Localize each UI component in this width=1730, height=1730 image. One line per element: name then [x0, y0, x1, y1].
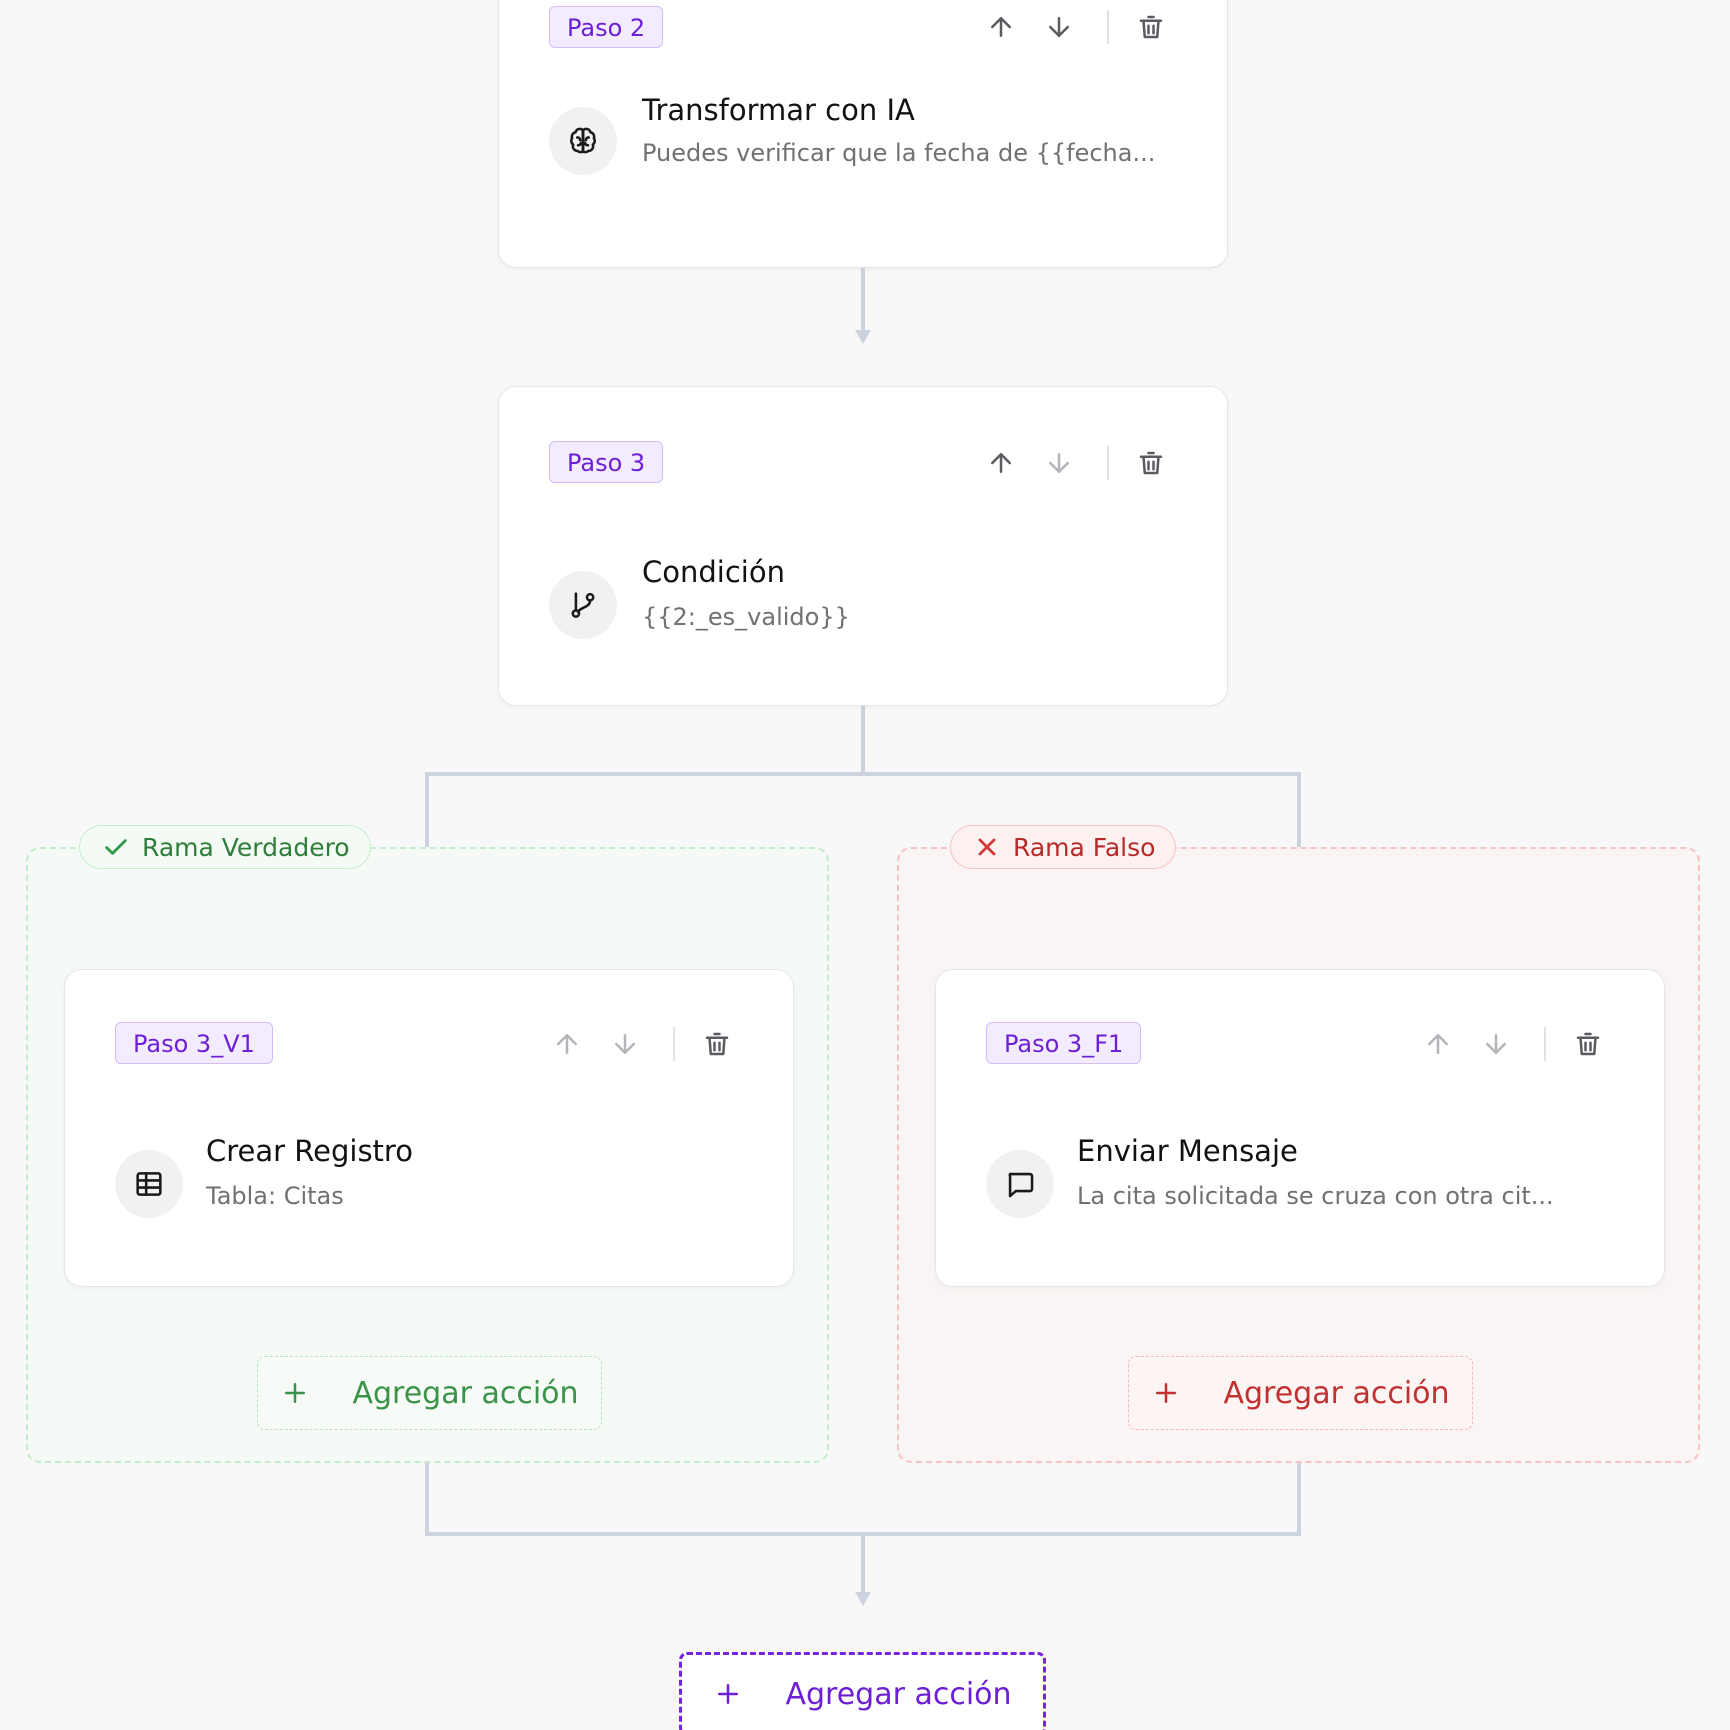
controls-divider — [673, 1027, 675, 1061]
arrow-up-icon — [991, 453, 1011, 473]
arrow-down-icon — [1486, 1034, 1506, 1054]
step-card-paso-3-v1[interactable]: Paso 3_V1 Crear Registro — [64, 969, 794, 1287]
add-action-label: Agregar acción — [1223, 1375, 1450, 1411]
move-up-button[interactable] — [1416, 1022, 1460, 1066]
x-icon — [978, 838, 996, 856]
action-description: Puedes verificar que la fecha de {{fecha… — [642, 139, 1156, 167]
branch-false-label: Rama Falso — [950, 825, 1177, 869]
arrow-up-icon — [991, 17, 1011, 37]
arrow-up-icon — [557, 1034, 577, 1054]
action-title: Condición — [642, 555, 785, 589]
table-icon — [136, 1172, 162, 1196]
add-action-button-true[interactable]: Agregar acción — [257, 1356, 602, 1430]
arrow-up-icon — [1428, 1034, 1448, 1054]
move-up-button[interactable] — [979, 5, 1023, 49]
plus-icon — [1156, 1383, 1177, 1403]
arrowhead — [855, 1592, 871, 1606]
add-action-button-false[interactable]: Agregar acción — [1128, 1356, 1473, 1430]
branch-true-text: Rama Verdadero — [142, 832, 350, 862]
move-down-button[interactable] — [1474, 1022, 1518, 1066]
move-up-button[interactable] — [979, 441, 1023, 485]
add-action-button-main[interactable]: Agregar acción — [679, 1652, 1046, 1730]
step-badge: Paso 3_V1 — [115, 1022, 273, 1064]
controls-divider — [1107, 446, 1109, 480]
step-controls — [979, 441, 1179, 485]
delete-step-button[interactable] — [695, 1022, 739, 1066]
branch-false-text: Rama Falso — [1013, 832, 1156, 862]
action-description: La cita solicitada se cruza con otra cit… — [1077, 1182, 1554, 1210]
action-icon-wrap — [549, 571, 617, 639]
trash-icon — [1139, 451, 1163, 475]
message-icon — [1008, 1172, 1034, 1198]
arrow-down-icon — [615, 1034, 635, 1054]
step-badge: Paso 3_F1 — [986, 1022, 1142, 1064]
step-badge: Paso 3 — [549, 441, 664, 483]
branch-false-container: Paso 3_F1 Enviar Mensaje La cita so — [897, 847, 1700, 1463]
action-description: Tabla: Citas — [206, 1182, 344, 1210]
arrow-down-icon — [1049, 17, 1069, 37]
step-card-paso-3-f1[interactable]: Paso 3_F1 Enviar Mensaje La cita so — [935, 969, 1665, 1287]
brain-icon — [570, 127, 596, 154]
controls-divider — [1107, 10, 1109, 44]
step-controls — [545, 1022, 745, 1066]
delete-step-button[interactable] — [1129, 441, 1173, 485]
step-badge: Paso 2 — [549, 6, 664, 48]
step-controls — [979, 5, 1179, 49]
add-action-label: Agregar acción — [785, 1676, 1012, 1712]
trash-icon — [1576, 1032, 1600, 1056]
step-card-paso-2[interactable]: Paso 2 Transformar con IA Puedes verific… — [498, 0, 1228, 268]
action-description: {{2:_es_valido}} — [642, 603, 850, 631]
add-action-label: Agregar acción — [352, 1375, 579, 1411]
move-up-button[interactable] — [545, 1022, 589, 1066]
arrow-down-icon — [1049, 453, 1069, 473]
branch-true-label: Rama Verdadero — [79, 825, 371, 869]
action-title: Enviar Mensaje — [1077, 1134, 1298, 1168]
trash-icon — [705, 1032, 729, 1056]
git-branch-icon — [571, 592, 595, 618]
branch-true-container: Paso 3_V1 Crear Registro — [26, 847, 829, 1463]
delete-step-button[interactable] — [1129, 5, 1173, 49]
action-icon-wrap — [115, 1150, 183, 1218]
action-title: Transformar con IA — [642, 93, 915, 127]
trash-icon — [1139, 15, 1163, 39]
step-card-paso-3[interactable]: Paso 3 Condición {{2:_es_valido}} — [498, 386, 1228, 706]
action-icon-wrap — [549, 107, 617, 175]
check-icon — [105, 839, 127, 855]
action-title: Crear Registro — [206, 1134, 413, 1168]
controls-divider — [1544, 1027, 1546, 1061]
plus-icon — [285, 1383, 306, 1403]
arrowhead — [855, 330, 871, 344]
delete-step-button[interactable] — [1566, 1022, 1610, 1066]
move-down-button[interactable] — [603, 1022, 647, 1066]
plus-icon — [718, 1684, 739, 1704]
move-down-button[interactable] — [1037, 5, 1081, 49]
move-down-button[interactable] — [1037, 441, 1081, 485]
action-icon-wrap — [986, 1150, 1054, 1218]
step-controls — [1416, 1022, 1616, 1066]
connector-branch-merge — [425, 1463, 1301, 1536]
connector-branch-split — [425, 772, 1301, 847]
